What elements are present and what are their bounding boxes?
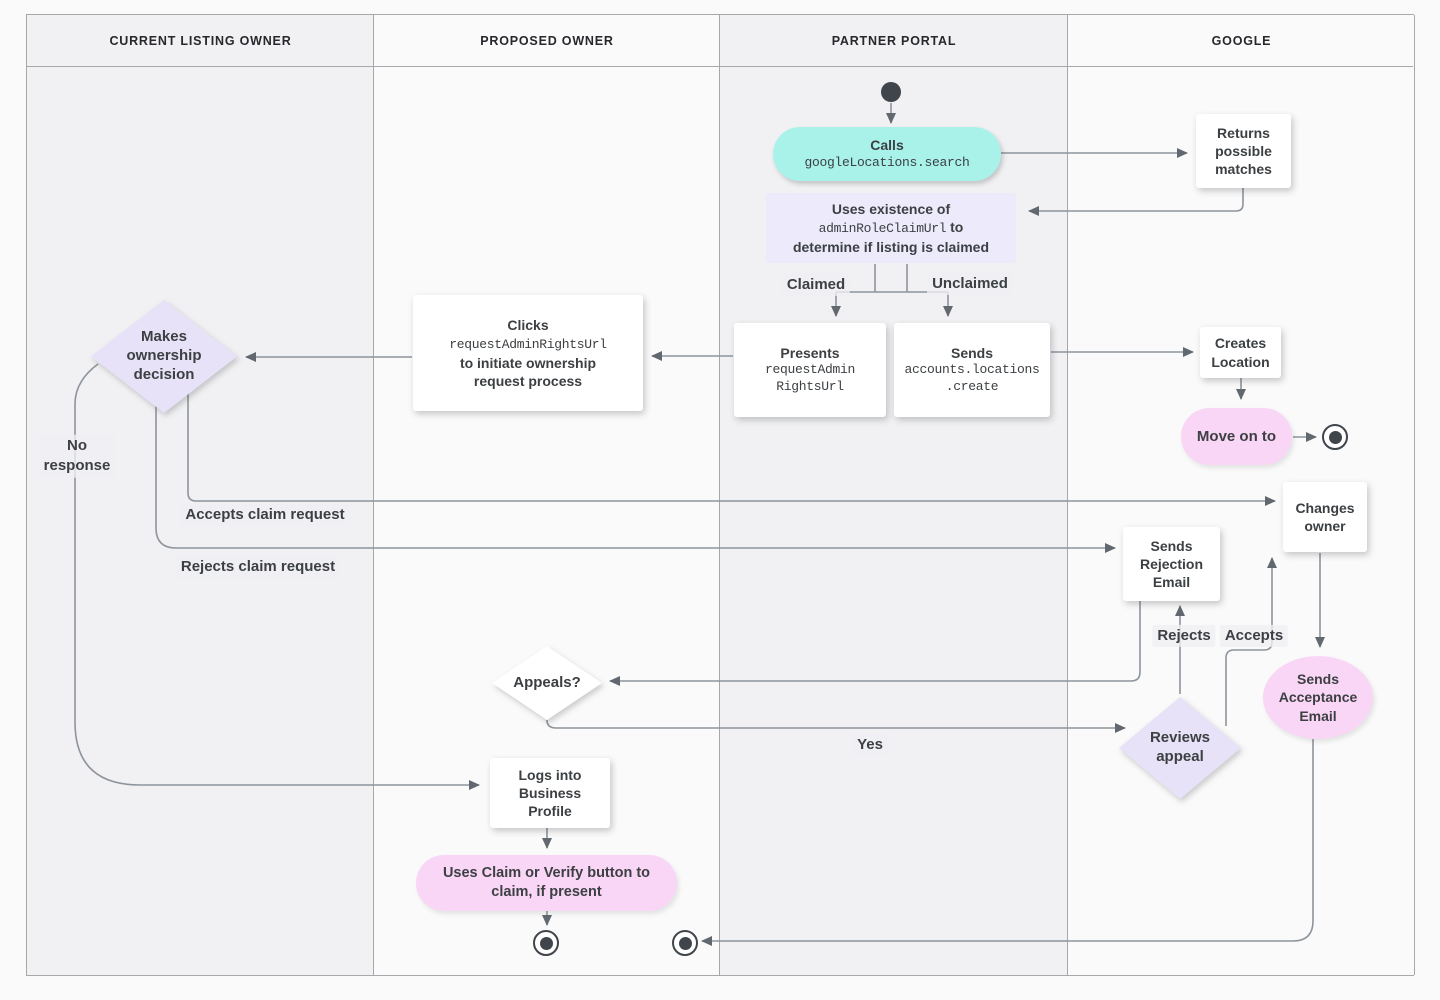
- uses-claim-or-verify-node: Uses Claim or Verify button to claim, if…: [416, 855, 677, 911]
- lane-current-listing-owner: [27, 15, 374, 975]
- lane-title-google: GOOGLE: [1211, 34, 1272, 48]
- creates-location-node: Creates Location: [1200, 327, 1281, 378]
- lane-title-current-listing-owner: CURRENT LISTING OWNER: [109, 34, 292, 48]
- appeals-diamond: Appeals?: [492, 646, 602, 720]
- end-node-google: [1322, 424, 1348, 450]
- logs-into-business-profile-node: Logs into Business Profile: [490, 758, 610, 828]
- edge-label-accepts-claim-request: Accepts claim request: [180, 503, 350, 527]
- returns-possible-matches-node: Returns possible matches: [1196, 114, 1291, 188]
- changes-owner-node: Changes owner: [1283, 482, 1367, 552]
- lane-header-row: [27, 15, 1413, 67]
- edge-label-accepts: Accepts: [1219, 624, 1289, 648]
- makes-ownership-decision-diamond: Makes ownership decision: [91, 300, 237, 413]
- lane-proposed-owner: [374, 15, 720, 975]
- edge-label-unclaimed: Unclaimed: [927, 272, 1013, 296]
- edge-label-yes: Yes: [852, 733, 888, 757]
- clicks-request-admin-rights-url-node: Clicks requestAdminRightsUrl to initiate…: [413, 295, 643, 411]
- end-node-dot: [678, 936, 692, 950]
- start-node: [881, 82, 901, 102]
- edge-label-rejects: Rejects: [1152, 624, 1216, 648]
- sends-acceptance-email-node: Sends Acceptance Email: [1263, 656, 1373, 739]
- end-node-dot: [1328, 430, 1342, 444]
- move-on-to-node: Move on to: [1181, 408, 1292, 465]
- sends-rejection-email-node: Sends Rejection Email: [1123, 527, 1220, 601]
- end-node-dot: [539, 936, 553, 950]
- edge-label-claimed: Claimed: [781, 273, 851, 297]
- edge-label-rejects-claim-request: Rejects claim request: [175, 555, 341, 579]
- edge-label-no-response: No response: [38, 434, 116, 478]
- end-node-proposed-owner: [533, 930, 559, 956]
- end-node-acceptance: [672, 930, 698, 956]
- lane-title-partner-portal: PARTNER PORTAL: [831, 34, 957, 48]
- lane-title-proposed-owner: PROPOSED OWNER: [480, 34, 614, 48]
- uses-existence-node: Uses existence of adminRoleClaimUrl to d…: [766, 193, 1016, 263]
- reviews-appeal-diamond: Reviews appeal: [1119, 697, 1241, 799]
